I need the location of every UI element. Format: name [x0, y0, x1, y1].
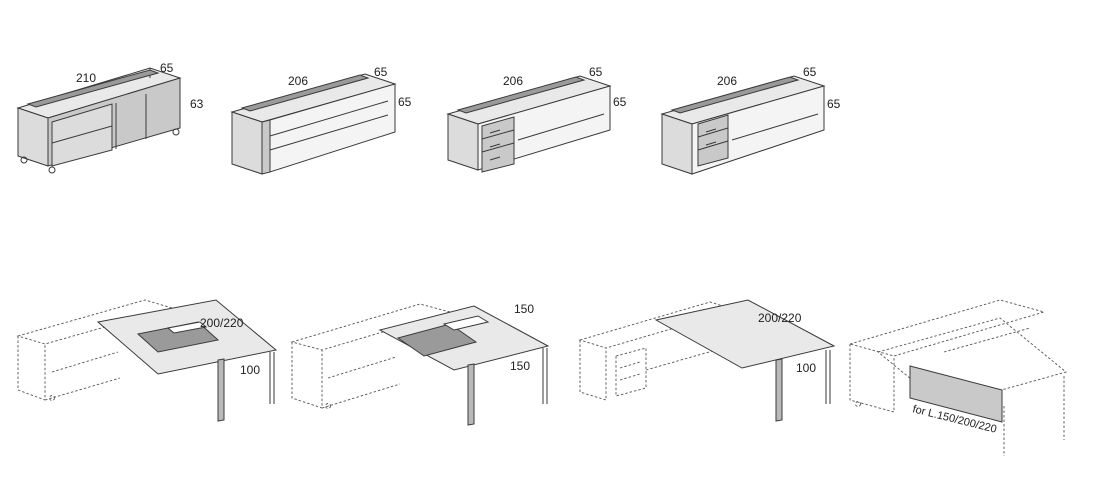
- desk-2-cabinet-top: [290, 303, 452, 351]
- desk-2: 150 150: [290, 302, 550, 426]
- desk-2-length: 150: [514, 302, 534, 316]
- desk-3-depth: 100: [796, 361, 816, 375]
- desk-1-length: 200/220: [200, 316, 244, 330]
- desk-2-cable-flap: [396, 323, 478, 357]
- wheel: [172, 128, 180, 136]
- cabinet-2-depth: 65: [374, 65, 388, 79]
- desk-3-top: [654, 299, 836, 369]
- cabinet-3-height: 65: [613, 95, 627, 109]
- cabinet-1-height: 63: [190, 97, 204, 111]
- cabinet-3-tray: [456, 76, 586, 114]
- desk-1-leg: [217, 358, 225, 422]
- wheel: [48, 166, 56, 174]
- desk-1-cabinet-top: [16, 299, 174, 345]
- wheel: [20, 156, 28, 164]
- desk-2-leg: [467, 363, 475, 426]
- cabinet-1-length: 210: [76, 71, 96, 85]
- desk-3-leg: [775, 358, 783, 422]
- desk-2-depth: 150: [510, 359, 530, 373]
- desk-3-drawer-unit: [615, 347, 647, 397]
- cabinet-1: 210 65 63: [16, 61, 204, 174]
- desk-4-modesty-panel: [909, 365, 1003, 423]
- desk-3: 200/220 100: [578, 299, 836, 422]
- cabinet-4-height: 65: [827, 97, 841, 111]
- cabinet-4-tray: [670, 76, 800, 114]
- cabinet-2-end: [261, 119, 271, 175]
- cabinet-3: 206 65 65: [446, 65, 627, 173]
- desk-4: for L.150/200/220: [848, 299, 1067, 456]
- cabinet-4-length: 206: [717, 74, 737, 88]
- desk-3-length: 200/220: [758, 311, 802, 325]
- cabinet-2: 206 65 65: [230, 65, 412, 175]
- desk-1: 200/220 100: [16, 299, 278, 422]
- cabinet-4-depth: 65: [803, 65, 817, 79]
- cabinet-1-tray: [26, 69, 160, 108]
- cabinet-4-drawer-unit: [697, 114, 729, 167]
- cabinet-4-side: [661, 113, 693, 175]
- cabinet-3-side: [447, 113, 479, 171]
- cabinet-1-depth: 65: [160, 61, 174, 75]
- cabinet-4: 206 65 65: [660, 65, 841, 175]
- desk-1-depth: 100: [240, 363, 260, 377]
- cabinet-3-length: 206: [503, 74, 523, 88]
- cabinet-2-length: 206: [288, 74, 308, 88]
- cabinet-3-depth: 65: [589, 65, 603, 79]
- cabinet-2-height: 65: [398, 95, 412, 109]
- cabinet-2-side: [231, 111, 263, 175]
- desk-4-cabinet-top: [848, 299, 1046, 357]
- cabinet-2-open-front: [269, 83, 396, 173]
- cabinet-2-tray: [240, 74, 370, 112]
